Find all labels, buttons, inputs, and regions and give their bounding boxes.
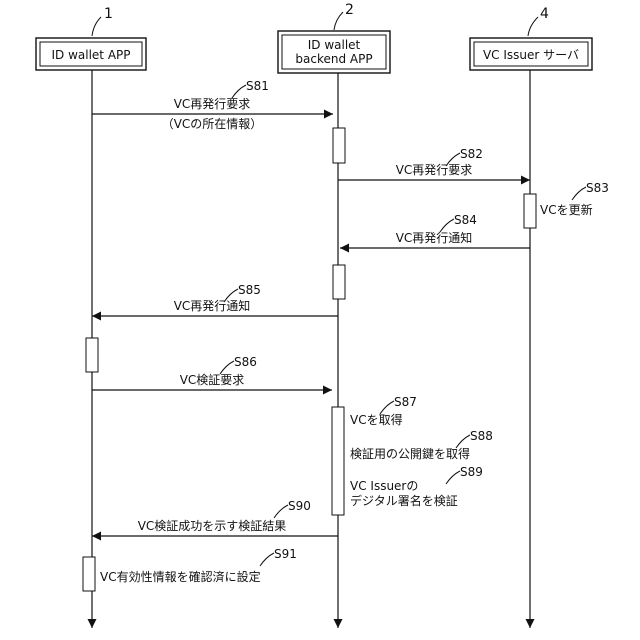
message-label: VC検証要求	[180, 373, 245, 387]
step-label: S84	[454, 213, 477, 227]
message-label: VC再発行要求	[174, 97, 251, 111]
step-label: S81	[246, 79, 269, 93]
process-s88: S88 検証用の公開鍵を取得	[350, 429, 493, 461]
message-label: VC再発行通知	[396, 231, 473, 245]
step-label: S83	[586, 181, 609, 195]
activation-issuer-1	[524, 194, 536, 228]
participant-ref: 2	[345, 2, 354, 18]
step-leader	[446, 471, 460, 484]
process-label: VCを取得	[350, 412, 403, 427]
message-s86: S86 VC検証要求	[92, 355, 332, 390]
activation-backend-1	[333, 128, 345, 163]
process-s89: S89 VC Issuerの デジタル署名を検証	[350, 465, 483, 508]
process-label-line1: VC Issuerの	[350, 479, 418, 493]
step-label: S88	[470, 429, 493, 443]
step-label: S82	[460, 147, 483, 161]
ref-leader-2	[334, 12, 343, 30]
message-sublabel: （VCの所在情報）	[162, 117, 263, 131]
activation-backend-3	[332, 407, 344, 515]
ref-leader-4	[528, 17, 538, 36]
activation-wallet-2	[83, 557, 95, 591]
step-leader	[274, 505, 288, 518]
process-label: VCを更新	[540, 202, 593, 217]
participant-title: ID wallet APP	[51, 48, 130, 62]
message-label: VC検証成功を示す検証結果	[138, 519, 287, 533]
message-label: VC再発行通知	[174, 299, 251, 313]
participant-ref: 1	[104, 6, 113, 22]
step-label: S87	[394, 395, 417, 409]
message-s85: S85 VC再発行通知	[92, 283, 338, 316]
ref-leader-1	[92, 17, 101, 36]
step-label: S85	[238, 283, 261, 297]
participant-title-line1: ID wallet	[308, 38, 361, 52]
step-label: S86	[234, 355, 257, 369]
step-label: S90	[288, 499, 311, 513]
participant-vc-issuer-server: 4 VC Issuer サーバ	[470, 6, 592, 628]
message-s81: S81 VC再発行要求 （VCの所在情報）	[92, 79, 333, 131]
process-label-line2: デジタル署名を検証	[350, 493, 458, 508]
participant-title: VC Issuer サーバ	[483, 48, 579, 62]
message-s84: S84 VC再発行通知	[340, 213, 530, 248]
message-s90: S90 VC検証成功を示す検証結果	[92, 499, 338, 536]
process-s83: S83 VCを更新	[540, 181, 609, 217]
participant-ref: 4	[540, 6, 549, 22]
message-s82: S82 VC再発行要求	[338, 147, 530, 180]
participant-backend-app: 2 ID wallet backend APP	[278, 2, 390, 628]
participant-id-wallet-app: 1 ID wallet APP	[36, 6, 146, 628]
message-label: VC再発行要求	[396, 163, 473, 177]
process-s91: S91 VC有効性情報を確認済に設定	[100, 547, 297, 584]
activation-wallet-1	[86, 338, 98, 372]
step-label: S91	[274, 547, 297, 561]
participant-title-line2: backend APP	[295, 52, 372, 66]
process-s87: S87 VCを取得	[350, 395, 417, 427]
step-leader	[572, 187, 586, 200]
step-label: S89	[460, 465, 483, 479]
step-leader	[260, 553, 274, 566]
process-label: 検証用の公開鍵を取得	[350, 446, 470, 461]
process-label: VC有効性情報を確認済に設定	[100, 569, 261, 584]
activation-backend-2	[333, 265, 345, 299]
